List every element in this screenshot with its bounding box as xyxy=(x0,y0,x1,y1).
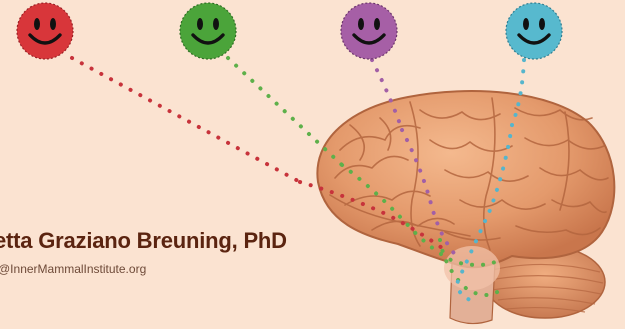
purple-smiley-icon xyxy=(341,3,397,59)
author-handle: @InnerMammalInstitute.org xyxy=(0,262,146,276)
red-smiley-icon xyxy=(17,3,73,59)
author-name: etta Graziano Breuning, PhD xyxy=(0,228,287,254)
green-smiley-icon xyxy=(180,3,236,59)
blue-smiley-icon xyxy=(506,3,562,59)
